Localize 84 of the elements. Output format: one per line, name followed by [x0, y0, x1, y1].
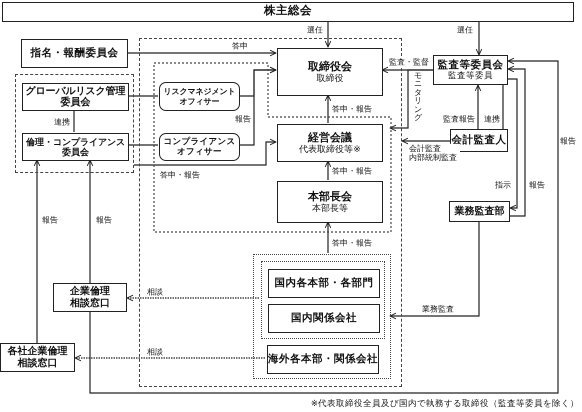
footnote: ※代表取締役全員及び国内で執務する取締役（監査等委員を除く）: [310, 398, 579, 410]
edge-label: 相談: [146, 347, 164, 357]
org-box: [277, 124, 383, 162]
box-subtitle: 本部長等: [312, 203, 348, 214]
edge-label: 報告: [559, 136, 577, 146]
edge-label: 業務監査: [421, 304, 455, 314]
box-title: 監査等委員会: [438, 59, 504, 72]
box-title: 国内各本部・各部門: [274, 277, 374, 290]
box-title: 企業倫理相談窓口: [68, 286, 111, 309]
arrow: [508, 78, 518, 212]
arrow: [324, 222, 332, 253]
box-subtitle: 代表取締役等※: [299, 144, 361, 154]
edge-label: 選任: [306, 25, 324, 35]
edge-label: 報告: [234, 114, 252, 124]
box-title: 指名・報酬委員会: [30, 47, 118, 60]
org-box: [268, 269, 380, 298]
edge-label: 答申・報告: [331, 166, 373, 176]
connector-line: [73, 110, 75, 132]
edge-label: 報告: [95, 215, 113, 225]
edge-label: 報告: [41, 215, 59, 225]
org-box: [2, 2, 574, 22]
edge-label: 報告: [528, 180, 546, 190]
box-title: グローバルリスク管理委員会: [24, 86, 126, 108]
edge-label: 答申・報告: [331, 238, 373, 248]
edge-label: 選任: [456, 25, 474, 35]
box-title: リスクマネジメントオフィサー: [162, 87, 236, 106]
box-title: 国内関係会社: [291, 312, 357, 325]
connector-line: [128, 95, 158, 97]
edge-label: 答申・報告: [331, 104, 373, 114]
arrow: [134, 138, 276, 166]
edge-label: 連携: [53, 117, 71, 127]
box-title: 経営会議: [308, 132, 352, 144]
org-box: [277, 181, 383, 223]
arrow: [508, 66, 526, 217]
arrow: [324, 160, 332, 180]
org-box: [53, 283, 127, 312]
org-box: [21, 39, 128, 68]
box-subtitle: 取締役: [316, 73, 344, 84]
edge-label: 会計監査内部統制監査: [408, 144, 460, 162]
edge-label: 監査報告: [442, 114, 476, 124]
org-box: [450, 129, 508, 152]
connector-line: [502, 85, 504, 129]
arrow: [390, 222, 480, 320]
box-title: 本部長会: [308, 190, 352, 204]
edge-label: 連携: [483, 114, 501, 124]
arrow: [34, 160, 40, 343]
org-box: [449, 201, 510, 222]
arrow: [128, 50, 276, 56]
box-title: 取締役会: [308, 60, 352, 74]
dotted-group-frame: [253, 254, 391, 379]
box-title: 株主総会: [264, 5, 312, 19]
edge-label: 監査・監督: [388, 57, 430, 67]
connector-line: [128, 144, 158, 146]
arrow: [89, 58, 559, 394]
edge-label: モニタリング: [412, 72, 424, 122]
arrow: [324, 22, 332, 48]
edge-label: 答申・報告: [159, 170, 201, 180]
org-box: [268, 304, 380, 333]
box-title: 各社企業倫理相談窓口: [6, 346, 68, 369]
box-subtitle: 監査等委員: [448, 71, 493, 81]
org-box: [277, 48, 383, 96]
arrow: [74, 354, 265, 362]
dashed-group-frame: [15, 74, 134, 173]
edge-label: 相談: [146, 287, 164, 297]
box-title: 海外各本部・関係会社: [268, 353, 378, 366]
arrow: [390, 69, 433, 132]
arrow: [86, 160, 94, 283]
arrow: [239, 66, 276, 146]
rounded-box: [159, 133, 240, 161]
arrow: [402, 138, 450, 144]
org-box: [267, 345, 379, 374]
box-title: コンプライアンスオフィサー: [163, 137, 236, 157]
arrow: [324, 94, 332, 123]
box-title: 業務監査部: [454, 206, 504, 218]
org-box: [433, 55, 508, 85]
dotted-group-frame: [261, 261, 385, 339]
arrow: [474, 84, 482, 129]
box-title: 倫理・コンプライアンス委員会: [24, 136, 126, 158]
arrow: [476, 22, 482, 56]
rounded-box: [159, 82, 240, 111]
arrow: [126, 294, 259, 302]
edge-label: 答申: [231, 41, 249, 51]
org-box: [0, 343, 75, 372]
edge-label: 指示: [494, 180, 512, 190]
